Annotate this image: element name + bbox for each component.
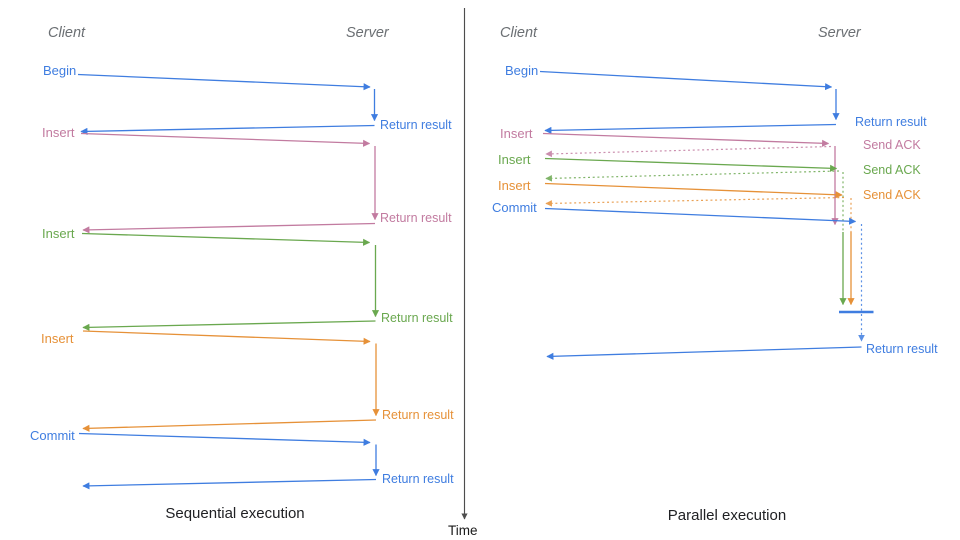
par-begin-response-label: Return result [855,115,927,129]
seq-insert1-response-label: Return result [380,211,452,225]
par-commit-request-arrow [544,207,857,225]
seq-insert1-return-arrow [82,222,376,234]
seq-begin-return-arrow [80,124,375,135]
seq-client-header: Client [48,25,86,41]
par-insert1-label: Insert [500,126,533,141]
par-final-return-arrow [546,346,862,360]
seq-insert3-label: Insert [41,331,74,346]
seq-panel-title: Sequential execution [165,505,305,522]
par-begin-return-arrow [544,123,837,134]
seq-insert2-request-arrow [81,232,371,246]
par-insert3-request-arrow [544,182,843,199]
par-server-header: Server [818,25,861,41]
seq-insert3-request-arrow [82,330,371,345]
seq-insert3-return-arrow [82,419,377,432]
par-insert3-label: Insert [498,178,531,193]
seq-insert2-response-label: Return result [381,311,453,325]
par-commit-response-label: Return result [866,342,938,356]
par-insert2-response-label: Send ACK [863,163,921,177]
seq-begin-request-arrow [77,73,371,91]
par-begin-request-arrow [539,70,833,91]
seq-commit-request-arrow [78,432,371,446]
par-client-header: Client [500,25,538,41]
seq-begin-label: Begin [43,63,77,78]
seq-insert1-request-arrow [80,132,371,147]
par-insert1-ack-arrow [545,145,832,158]
seq-commit-label: Commit [30,428,75,443]
par-begin-label: Begin [505,63,539,78]
par-insert1-request-arrow [542,132,830,147]
seq-insert1-label: Insert [42,125,75,140]
par-commit-label: Commit [492,200,537,215]
par-insert1-response-label: Send ACK [863,138,921,152]
par-panel-title: Parallel execution [667,507,787,524]
seq-commit-response-label: Return result [382,472,454,486]
seq-server-header: Server [346,25,389,41]
par-insert2-request-arrow [544,157,838,172]
par-insert2-label: Insert [498,152,531,167]
time-axis-label: Time [448,523,478,538]
par-insert2-ack-arrow [545,170,840,182]
seq-begin-response-label: Return result [380,118,452,132]
seq-insert2-return-arrow [82,320,376,331]
par-insert3-ack-arrow [545,196,845,207]
seq-commit-return-arrow [82,478,377,490]
seq-insert2-label: Insert [42,226,75,241]
par-insert3-response-label: Send ACK [863,188,921,202]
seq-insert3-response-label: Return result [382,408,454,422]
